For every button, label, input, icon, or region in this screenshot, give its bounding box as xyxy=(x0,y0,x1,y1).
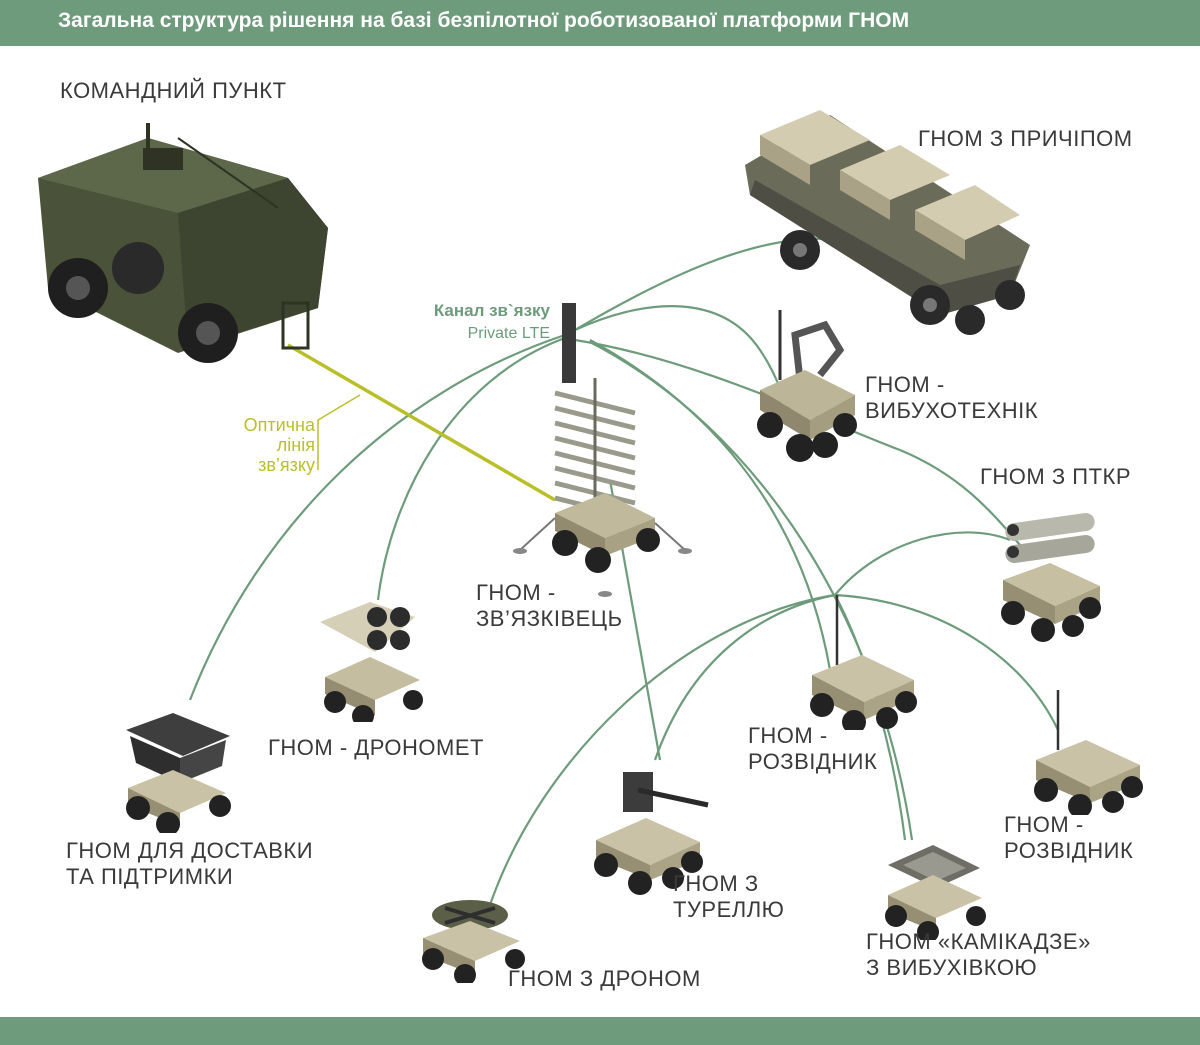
link-hub-turret xyxy=(653,593,836,761)
link-lte-dronomet xyxy=(376,336,566,601)
dronomet-robot xyxy=(320,602,423,722)
link-lte-delivery xyxy=(188,333,566,701)
relay-robot xyxy=(513,303,692,597)
command-vehicle xyxy=(38,123,328,363)
label-eod: ГНОМ - ВИБУХОТЕХНІК xyxy=(865,372,1039,423)
fiber-optic-label: Оптична лінія зв’язку xyxy=(243,415,315,475)
header-bar: Загальна структура рішення на базі безпі… xyxy=(0,0,1200,46)
label-dronomet: ГНОМ - ДРОНОМЕТ xyxy=(268,735,484,760)
label-relay: ГНОМ - ЗВ’ЯЗКІВЕЦЬ xyxy=(476,580,623,631)
trailer-vehicle xyxy=(745,110,1030,335)
delivery-robot xyxy=(126,713,231,833)
label-kamikaze: ГНОМ «КАМІКАДЗЕ» З ВИБУХІВКОЮ xyxy=(866,929,1091,980)
label-scout-2: ГНОМ - РОЗВІДНИК xyxy=(1004,812,1134,863)
channel-label: Канал зв`язку Private LTE xyxy=(395,301,550,343)
scout-robot-2 xyxy=(1034,690,1143,815)
channel-subtitle: Private LTE xyxy=(467,325,550,342)
eod-robot xyxy=(757,310,857,462)
link-lte-kamikaze xyxy=(589,341,914,841)
label-atgm: ГНОМ З ПТКР xyxy=(980,464,1131,489)
fiber-optic-line xyxy=(287,343,556,502)
fiber-label-pointer xyxy=(317,394,361,470)
link-hub-scout2 xyxy=(834,593,1059,731)
kamikaze-robot xyxy=(885,845,986,940)
label-delivery: ГНОМ ДЛЯ ДОСТАВКИ ТА ПІДТРИМКИ xyxy=(66,838,314,889)
atgm-robot xyxy=(1001,512,1101,642)
link-lte-atgm xyxy=(574,338,1021,546)
footer-bar xyxy=(0,1017,1200,1045)
label-scout-1: ГНОМ - РОЗВІДНИК xyxy=(748,723,878,774)
label-turret: ГНОМ З ТУРЕЛЛЮ xyxy=(673,871,785,922)
page-title: Загальна структура рішення на базі безпі… xyxy=(58,9,910,32)
scout-robot-1 xyxy=(810,595,917,730)
drone-robot xyxy=(422,900,525,983)
label-drone: ГНОМ З ДРОНОМ xyxy=(508,966,701,991)
link-hub-atgm xyxy=(834,531,1011,596)
label-trailer: ГНОМ З ПРИЧІПОМ xyxy=(918,126,1133,151)
turret-robot xyxy=(594,772,709,895)
label-command-post: КОМАНДНИЙ ПУНКТ xyxy=(60,78,287,103)
link-hub-drone xyxy=(488,593,836,906)
channel-title: Канал зв`язку xyxy=(433,301,550,320)
